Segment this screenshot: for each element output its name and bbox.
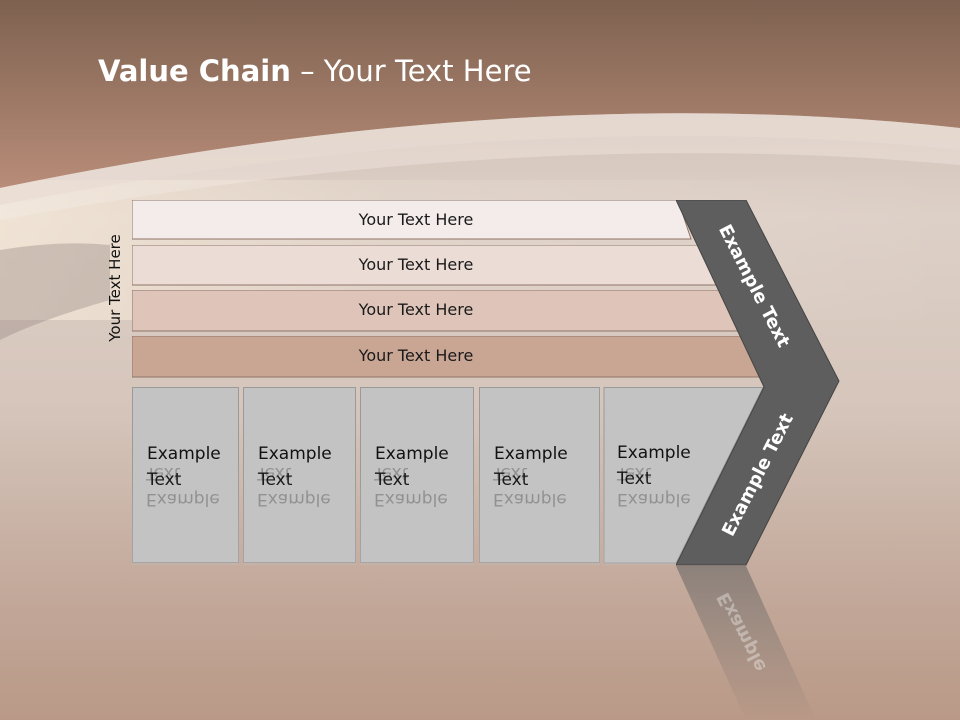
- page-title: Value Chain – Your Text Here: [98, 54, 532, 88]
- column-3-line2: Text: [375, 470, 410, 490]
- column-4: Example Text: [479, 387, 600, 563]
- value-chevron: [676, 200, 840, 566]
- column-1: Example Text: [132, 387, 239, 563]
- band-1-label: Your Text Here: [358, 210, 474, 229]
- column-5-shape: [603, 387, 764, 564]
- column-5: Example Text: [603, 387, 703, 563]
- chevron-reflection: [676, 566, 816, 720]
- band-2-label: Your Text Here: [358, 255, 474, 274]
- band-4-label: Your Text Here: [358, 346, 474, 365]
- column-4-line2: Text: [494, 470, 529, 490]
- column-3-line1: Example: [375, 444, 449, 464]
- column-1-line1: Example: [147, 444, 221, 464]
- column-5-line2: Text: [617, 469, 652, 489]
- column-4-line1: Example: [494, 444, 568, 464]
- column-3: Example Text: [360, 387, 474, 563]
- column-2: Example Text: [243, 387, 356, 563]
- column-1-line2: Text: [147, 470, 182, 490]
- band-3-label: Your Text Here: [358, 300, 474, 319]
- side-label: Your Text Here: [106, 234, 124, 342]
- column-2-line1: Example: [258, 444, 332, 464]
- column-2-line2: Text: [258, 470, 293, 490]
- column-5-line1: Example: [617, 443, 691, 463]
